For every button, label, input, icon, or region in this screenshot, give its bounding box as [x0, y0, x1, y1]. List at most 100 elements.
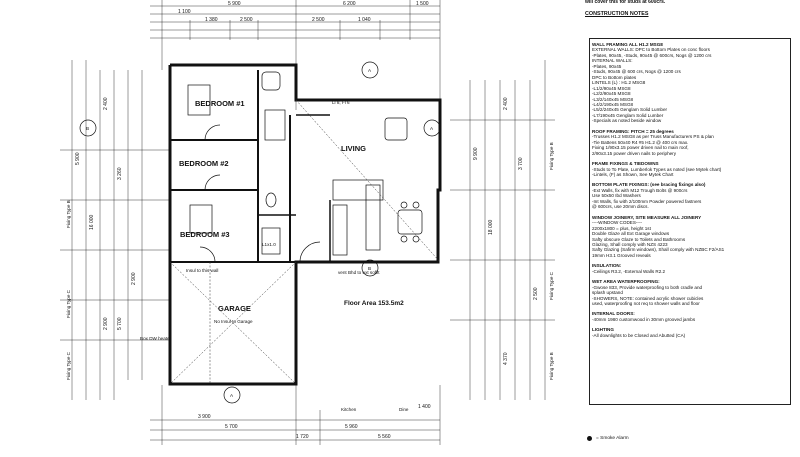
marker-mid: B: [368, 266, 371, 271]
notes-line: Glazing, Shall comply with NZS 4223: [592, 241, 668, 247]
framing-left-3: Fixing Type C: [66, 351, 71, 380]
marker-bottom: A: [230, 393, 234, 398]
dim-top-4: 1 100: [178, 9, 191, 15]
dim-left-5: 2 900: [131, 272, 137, 285]
notes-line: 19mm H3.1 Grooved reveals: [592, 252, 651, 258]
dim-top2-2: 2 500: [240, 17, 253, 23]
notes-line: DPC to Bottom plates: [592, 74, 637, 80]
notes-line: -Plates, 90x45: [592, 63, 622, 69]
notes-box: [589, 38, 791, 405]
smoke-alarm-legend: = Smoke Alarm: [587, 436, 629, 442]
dim-right-1: 9 900: [473, 147, 479, 160]
framing-left-1: Fixing Type B: [66, 200, 71, 228]
dim-top-2: 6 200: [343, 1, 356, 7]
dim-top-3: 1 500: [416, 1, 429, 7]
framing-right-3: Fixing Type B: [549, 352, 554, 380]
dim-top-1: 5 900: [228, 1, 241, 7]
bottom-dimension-labels: 3 900 5 960 1 400 5 700 1 720 5 560: [198, 404, 431, 440]
right-dimension-labels: 9 900 18 000 2 400 3 700 2 500 4 370 Fix…: [473, 97, 554, 380]
notes-line: -Studs, 90x45 @ 600 crs, Nogs @ 1200 crs: [592, 69, 681, 75]
notes-heading: INSULATION:: [592, 263, 622, 269]
framing-right-2: Fixing Type C: [549, 271, 554, 300]
dim-right-2: 18 000: [488, 219, 494, 235]
insul-note: Insul to this wall: [186, 268, 218, 273]
garage-note: No Insul to Garage: [214, 319, 253, 324]
garage-diagonals: [169, 99, 441, 385]
notes-line: -Lintels, (F) as Shown, See Mytek Chart: [592, 171, 674, 177]
dine-label: Dine: [399, 407, 409, 412]
bedroom2-label: BEDROOM #2: [179, 159, 229, 168]
right-dimension-lines: [450, 60, 555, 400]
notes-line: LINTELS (L) : H1.2 MSG8: [592, 80, 646, 86]
dim-left-3: 2 400: [103, 97, 109, 110]
dim-right-3: 2 400: [503, 97, 509, 110]
dim-top2-3: 2 500: [312, 17, 325, 23]
notes-line: 2/90x3.15 power driven nails to peripher…: [592, 150, 677, 156]
dim-left-1: 5 900: [75, 152, 81, 165]
notes-line: 2200x1800 = plus, height 1st: [592, 225, 651, 231]
notes-line: -Plates, 90x45, -Studs, 90x45 @ 600crs, …: [592, 52, 712, 58]
vent-note: vent Bhd to ext soffit: [338, 270, 380, 275]
notes-line: Fixing 1/90x3.15 power driven nail to ma…: [592, 145, 689, 151]
living-label: LIVING: [341, 144, 366, 153]
left-dimension-labels: 5 900 16 000 2 400 3 260 2 900 2 900 5 7…: [66, 97, 137, 380]
notes-line: Safty obscure Glaze to Toilets and Bathr…: [592, 236, 686, 242]
notes-heading: WET AREA WATERPROOFING:: [592, 279, 660, 285]
notes-line: -Int Walls, fix with 2/100mm Powder powe…: [592, 198, 702, 204]
smoke-alarm-icon: [587, 436, 592, 442]
dim-right-6: 4 370: [503, 352, 509, 365]
marker-top: A: [368, 68, 372, 73]
dim-right-5: 2 500: [533, 287, 539, 300]
notes-line: -All downlights to be Closed and Abutted…: [592, 332, 686, 338]
dim-bottom-1: 3 900: [198, 414, 211, 420]
notes-line: -Trusses H1.2 MSG8 as per Truss Manufact…: [592, 134, 714, 140]
notes-line: Safty Glazing (Safirm windows), Shall co…: [592, 247, 725, 253]
kitchen-label: Kitchen: [341, 407, 357, 412]
notes-line: -L5/2/240x45 Genglam Solid Lumber: [592, 107, 668, 113]
notes-heading: LIGHTING: [592, 327, 614, 333]
notes-line: -L7/190x45 Genglam Solid Lumber: [592, 112, 664, 118]
dim-left-7: 5 700: [117, 317, 123, 330]
section-markers: B A A B A: [79, 61, 441, 404]
notes-heading: WALL FRAMING ALL H1.2 MSG8: [592, 42, 663, 47]
bottom-dimension-lines: [150, 385, 441, 445]
framing-right-1: Fixing Type B: [549, 142, 554, 170]
notes-line: @ 600crs, use 20mm discs.: [592, 204, 649, 210]
top-dimension-lines: [150, 0, 441, 180]
notes-line: used, waterproofing not req to shower wa…: [592, 301, 700, 307]
room-labels: BEDROOM #1 BEDROOM #2 BEDROOM #3 LIVING …: [140, 99, 409, 412]
notes-line: Use 50x50 Ibd Washers: [592, 193, 641, 199]
notes-heading: ROOF FRAMING: PITCH = 25 degrees: [592, 128, 674, 134]
notes-line: ----WINDOW CODES----: [592, 220, 643, 226]
interior-walls: [170, 70, 331, 263]
notes-line: -L3/2/140x45 MSG8: [592, 96, 634, 102]
notes-heading: INTERNAL DOORS:: [592, 311, 635, 317]
marker-left: B: [86, 126, 89, 131]
notes-line: -L1/2/90x45 MSG8: [592, 85, 631, 91]
dim-left-6: 2 900: [103, 317, 109, 330]
bedroom1-label: BEDROOM #1: [195, 99, 245, 108]
notes-line: Double Glaze all Ext Garage windows: [592, 231, 670, 237]
dim-left-4: 3 260: [117, 167, 123, 180]
notes-line: -40mm 1980 customwood in 30mm grooved ja…: [592, 316, 696, 322]
notes-line: -SHOWERS, NOTE: contained acrylic shower…: [592, 295, 704, 301]
notes-heading: FRAME FIXINGS & TIEDOWNS: [592, 161, 659, 167]
bedroom3-label: BEDROOM #3: [180, 230, 230, 239]
notes-line: -Gwose 833, Provide waterproofing to bot…: [592, 284, 703, 290]
floor-area-label: Floor Area 153.5m2: [344, 300, 404, 307]
notes-line: -Specials as noted beside window: [592, 118, 662, 124]
notes-heading: WINDOW JOINERY, SITE MEASURE ALL JOINERY: [592, 214, 702, 220]
dim-top2-4: 1 040: [358, 17, 371, 23]
dim-right-4: 3 700: [518, 157, 524, 170]
dim-bottom2-3: 5 560: [378, 434, 391, 440]
framing-left-2: Fixing Type C: [66, 289, 71, 318]
dim-bottom-2: 5 960: [345, 424, 358, 430]
notes-line: -L2/2/90x45 MSG8: [592, 91, 631, 97]
dim-bottom-3: 1 400: [418, 404, 431, 410]
notes-line: -L4/2/190x45 MSG8: [592, 101, 634, 107]
smoke-alarm-label: = Smoke Alarm: [596, 436, 629, 441]
notes-line: -Ext Walls, fix with M12 Trough Bolts @ …: [592, 187, 688, 193]
exterior-walls: [168, 63, 442, 386]
